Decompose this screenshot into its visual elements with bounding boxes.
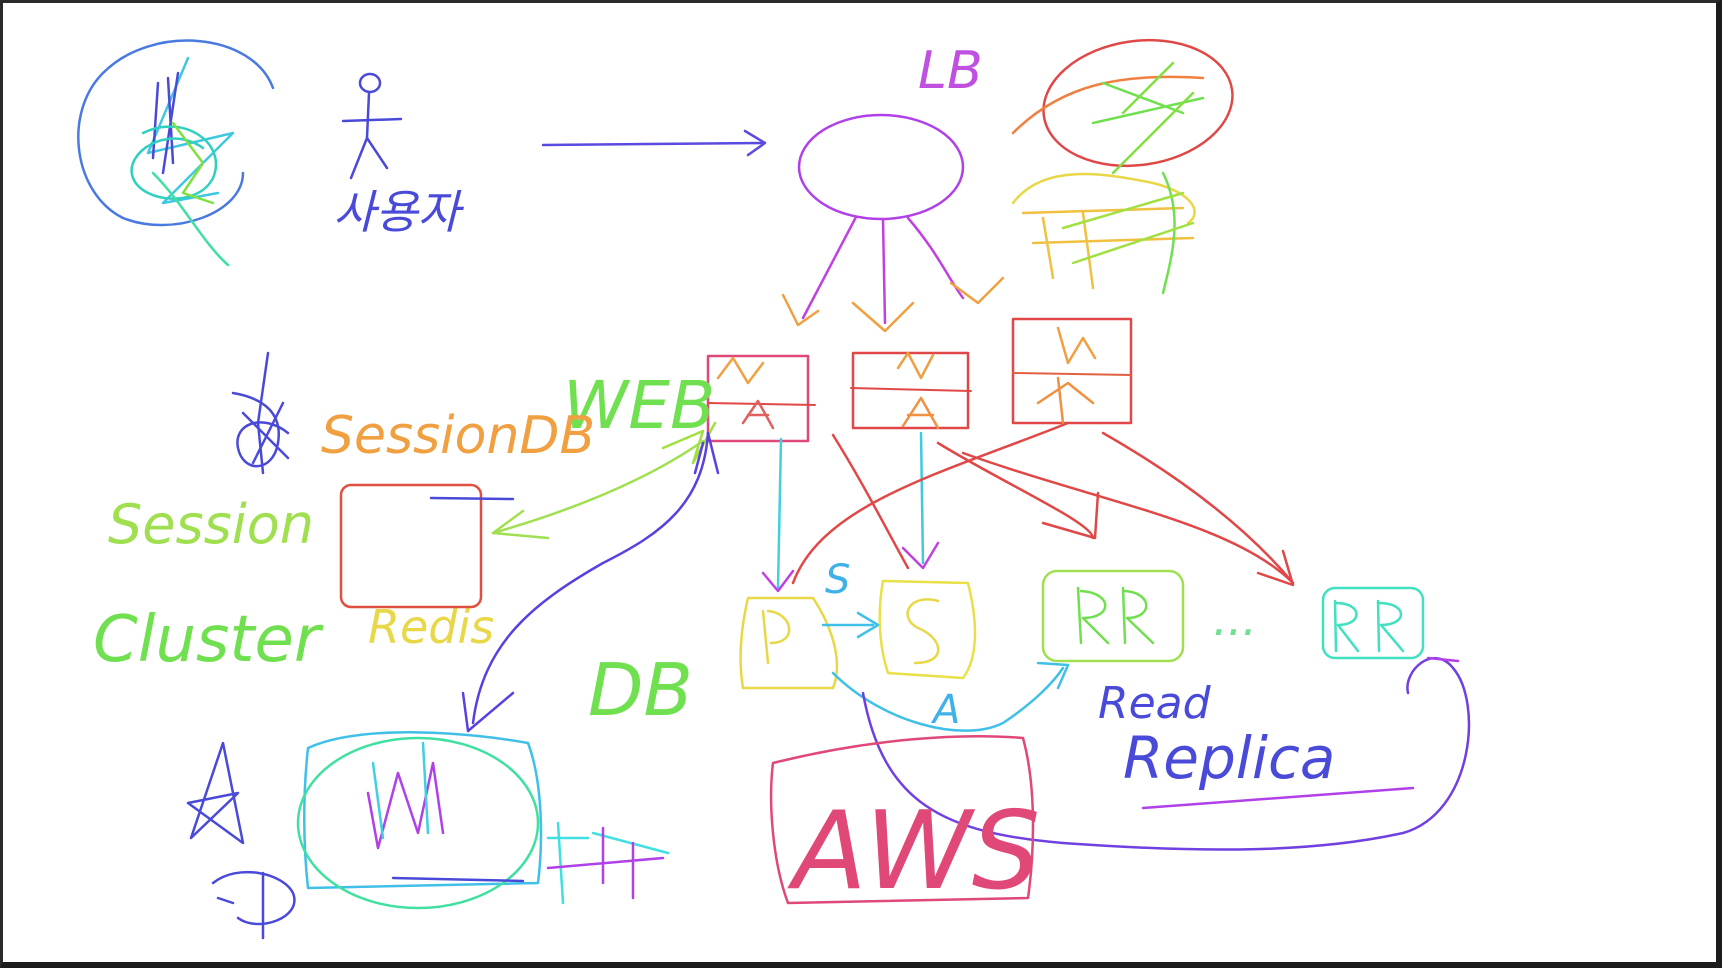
web-label: WEB bbox=[563, 367, 715, 444]
arrow-was-to-session bbox=[491, 439, 705, 540]
replication-arrows bbox=[821, 611, 1070, 732]
replica-underline bbox=[1141, 786, 1415, 810]
async-label: A bbox=[930, 687, 960, 733]
aws-label: AWS bbox=[787, 789, 1040, 914]
session-box-accent bbox=[429, 496, 515, 501]
star-mark bbox=[186, 741, 296, 940]
replica-label: Replica bbox=[1123, 724, 1335, 792]
rr-dots: ... bbox=[1213, 592, 1257, 646]
session-store-box bbox=[339, 483, 483, 609]
was-to-db-arrows bbox=[761, 421, 1295, 593]
mouse-cursor-icon bbox=[302, 388, 319, 416]
arrow-user-to-lb bbox=[541, 129, 767, 157]
db-label: DB bbox=[588, 648, 693, 732]
scribble-left-mark bbox=[231, 351, 290, 475]
arrow-was-to-m bbox=[461, 431, 720, 733]
cluster-label: Cluster bbox=[93, 603, 324, 677]
aws-box bbox=[769, 735, 1035, 905]
db-secondary bbox=[878, 579, 977, 680]
user-figure bbox=[341, 72, 403, 180]
was-server-1 bbox=[706, 354, 816, 443]
session-db-label: SessionDB bbox=[321, 406, 595, 466]
lb-label: LB bbox=[918, 41, 983, 101]
was-server-2 bbox=[850, 351, 972, 430]
load-balancer-node bbox=[797, 113, 965, 221]
redis-label: Redis bbox=[368, 600, 494, 654]
db-read-replica-1 bbox=[1041, 569, 1185, 663]
lb-fanout-arrows bbox=[781, 215, 1005, 333]
architecture-diagram: 사용자 LB bbox=[77, 38, 1471, 940]
scribble-topright bbox=[1011, 38, 1234, 295]
db-primary bbox=[739, 596, 839, 690]
sync-label: S bbox=[825, 557, 850, 603]
m-cluster bbox=[296, 731, 670, 910]
loop-arrow-replica bbox=[861, 656, 1471, 851]
was-server-3 bbox=[1011, 317, 1133, 425]
session-label: Session bbox=[108, 493, 314, 556]
db-read-replica-2 bbox=[1321, 586, 1425, 660]
user-label: 사용자 bbox=[333, 185, 465, 239]
read-label: Read bbox=[1098, 678, 1212, 729]
scribble-logo bbox=[77, 39, 275, 267]
